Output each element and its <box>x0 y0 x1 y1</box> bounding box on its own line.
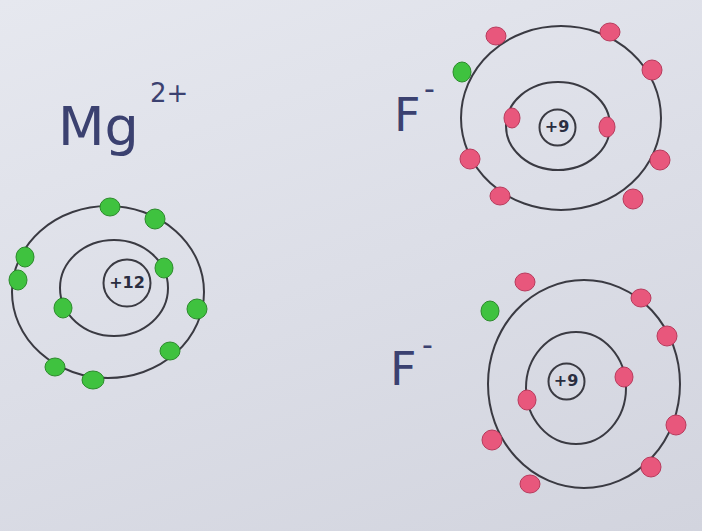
nucleus-charge: +9 <box>545 119 570 135</box>
outer-shell <box>461 26 661 210</box>
ion-symbol: Mg <box>58 100 139 154</box>
outer-shell <box>12 206 204 378</box>
ion-symbol: - <box>424 74 435 104</box>
ion-symbol: 2+ <box>150 80 188 106</box>
ion-symbol: F <box>390 346 416 392</box>
outer-shell <box>488 280 680 488</box>
nucleus-charge: +9 <box>554 373 579 389</box>
nucleus-circle: +9 <box>538 108 577 147</box>
nucleus-circle: +9 <box>547 362 586 401</box>
nucleus-charge: +12 <box>109 275 145 291</box>
mg-electrons <box>9 198 207 389</box>
inner-shell <box>526 332 626 444</box>
inner-shell <box>506 82 610 170</box>
ion-symbol: F <box>394 92 420 138</box>
ion-symbol: - <box>422 330 433 360</box>
f-electrons <box>460 23 686 493</box>
nucleus-circle: +12 <box>102 258 152 308</box>
inner-shell <box>60 240 168 336</box>
